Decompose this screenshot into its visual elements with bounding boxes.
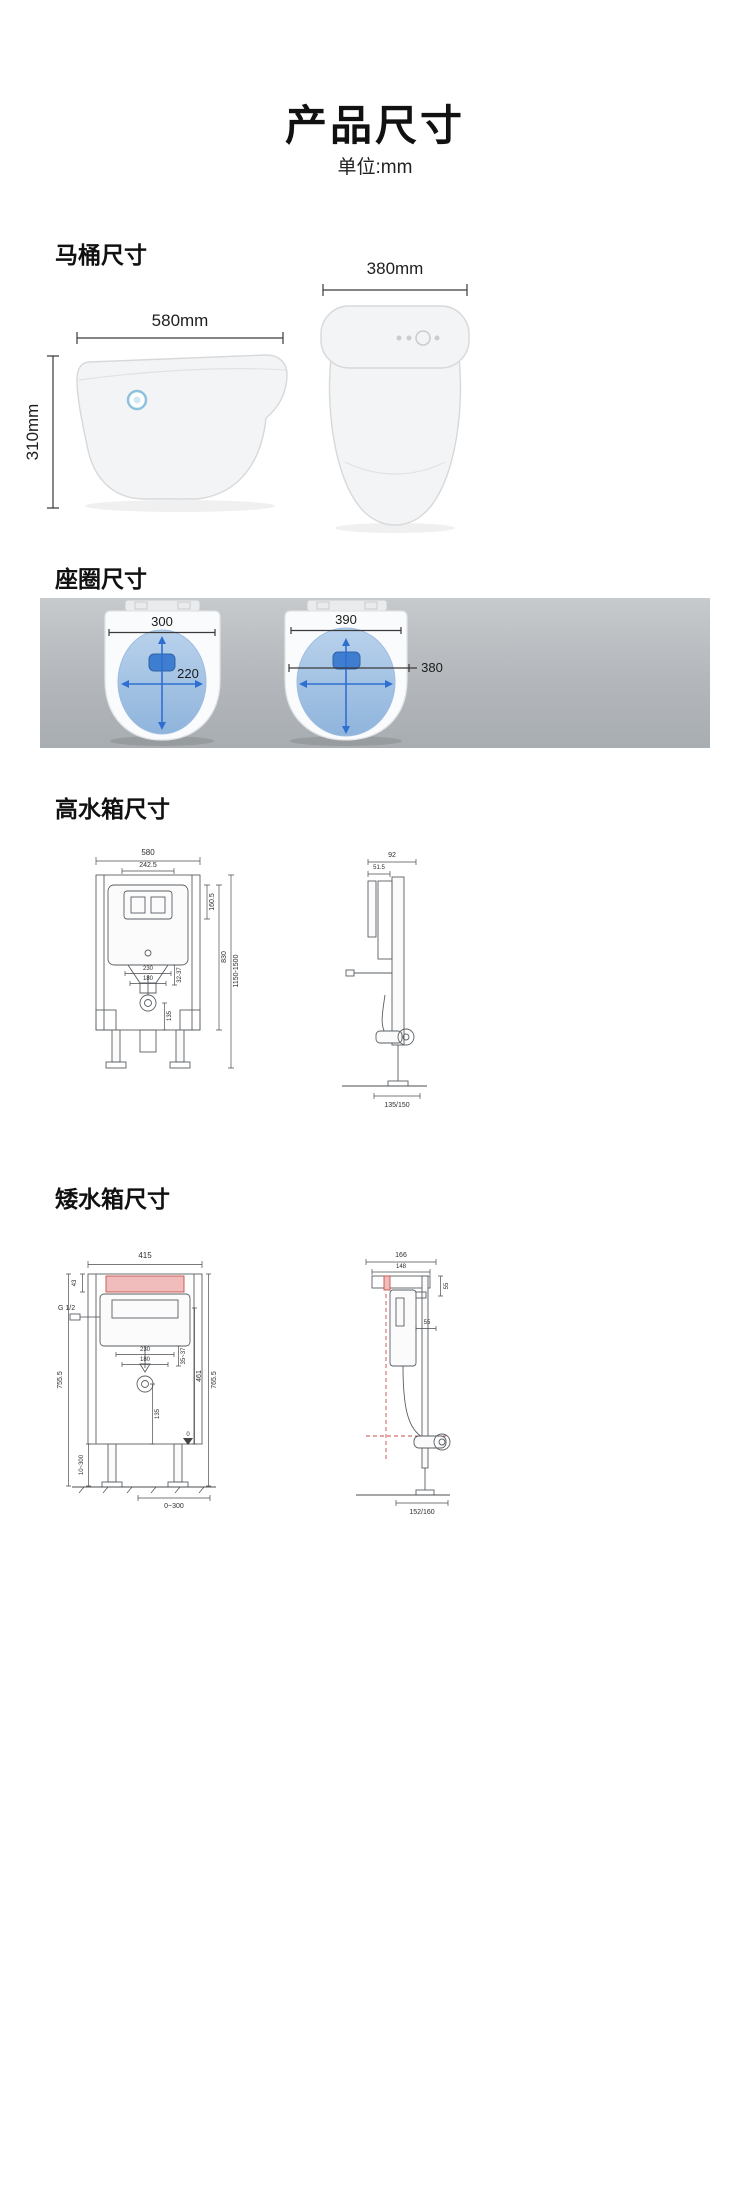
- low-front-structure: [69, 1273, 216, 1494]
- side-height-dimension: 310mm: [23, 355, 59, 509]
- page-title: 产品尺寸: [284, 102, 465, 149]
- low-tank-heading: 矮水箱尺寸: [55, 1186, 170, 1212]
- dim-seat-right-width: 390: [335, 612, 357, 627]
- dim-ht-plate-height: 160.5: [209, 893, 216, 911]
- high-front-structure: [95, 874, 201, 1069]
- inlet-valve-icon: [69, 1313, 81, 1321]
- dim-front-width: 380mm: [367, 259, 424, 278]
- toilet-front-view: 380mm: [320, 259, 470, 533]
- dim-ls-drain-offset: 152/160: [409, 1509, 434, 1516]
- dim-lt-height-total: 755.5: [57, 1371, 64, 1389]
- seat-left-dimensions: 300 220: [108, 614, 216, 681]
- seat-right-cross-arrows: [299, 638, 393, 734]
- dim-lt-width: 415: [138, 1251, 152, 1260]
- dim-lt-offset: 35~37: [181, 1347, 187, 1365]
- dim-lt-drain-width: 230: [140, 1347, 151, 1353]
- toilet-side-illustration: [76, 354, 288, 512]
- dim-lt-floor: 135: [155, 1408, 161, 1419]
- dim-hs-plate-depth: 51.5: [373, 865, 385, 871]
- dim-seat-left-width: 300: [151, 614, 173, 629]
- datum-triangle-icon: [183, 1438, 193, 1445]
- dim-lt-floor-range: 0~300: [164, 1503, 184, 1510]
- dim-ls-top-width: 166: [395, 1252, 407, 1259]
- dim-hs-drain-offset: 135/150: [384, 1102, 409, 1109]
- dim-lt-drain-inner: 180: [140, 1357, 151, 1363]
- page-subtitle: 单位:mm: [337, 157, 413, 178]
- dim-ht-plate-width: 242.5: [139, 862, 157, 869]
- dim-lt-height-outer: 765.5: [211, 1371, 218, 1389]
- dim-seat-right-depth: 380: [421, 660, 443, 675]
- dim-ht-width: 580: [141, 848, 155, 857]
- seat-photo-band: 300 220: [40, 598, 710, 748]
- flush-plate: [105, 1275, 185, 1293]
- dim-side-height: 310mm: [23, 404, 42, 461]
- high-tank-heading: 高水箱尺寸: [55, 796, 170, 822]
- high-front-dimensions: 580 242.5 160.5 830 1150-1500 230 180 32…: [95, 848, 240, 1069]
- control-panel-icons: [396, 330, 440, 346]
- dim-lt-inlet: G 1/2: [58, 1305, 75, 1312]
- low-front-dimensions: 415 43 G 1/2 230 180 35~37 461 765.5 755…: [57, 1251, 218, 1510]
- seat-size-heading: 座圈尺寸: [55, 566, 147, 592]
- dim-ls-gap: 55: [424, 1320, 431, 1326]
- high-tank-front-drawing: 580 242.5 160.5 830 1150-1500 230 180 32…: [95, 848, 240, 1069]
- low-tank-side-drawing: 166 148 55 55 152/160: [356, 1252, 451, 1516]
- low-side-dimensions: 166 148 55 55 152/160: [365, 1252, 450, 1516]
- dim-lt-height-inner: 461: [196, 1370, 203, 1382]
- seat-left-cross-arrows: [121, 636, 203, 730]
- dim-hs-depth: 92: [388, 852, 396, 859]
- front-width-dimension: 380mm: [322, 259, 468, 296]
- low-side-structure: [356, 1275, 451, 1496]
- dim-ht-drain-width: 230: [143, 966, 154, 972]
- dim-ht-offset: 32-37: [177, 967, 183, 983]
- high-side-structure: [342, 876, 427, 1087]
- seat-top-view-right: 390 380: [284, 599, 443, 746]
- dim-lt-top: 43: [72, 1279, 78, 1286]
- high-tank-side-drawing: 92 51.5 135/150: [342, 852, 427, 1109]
- seat-right-dimensions: 390 380: [288, 612, 443, 675]
- dim-ht-floor: 135: [167, 1010, 173, 1021]
- dim-ht-total-height: 1150-1500: [233, 954, 240, 987]
- low-tank-front-drawing: 415 43 G 1/2 230 180 35~37 461 765.5 755…: [57, 1251, 218, 1510]
- toilet-size-heading: 马桶尺寸: [55, 242, 147, 268]
- dim-side-width: 580mm: [152, 311, 209, 330]
- side-width-dimension: 580mm: [76, 311, 284, 344]
- dim-ht-drain-inner: 180: [143, 976, 154, 982]
- dim-lt-leg-range: 10~300: [79, 1454, 85, 1475]
- seat-top-view-left: 300 220: [104, 599, 221, 746]
- high-side-dimensions: 92 51.5 135/150: [367, 852, 421, 1109]
- dim-lt-datum: 0: [186, 1432, 190, 1438]
- dim-ls-top-depth: 55: [444, 1282, 450, 1289]
- dim-seat-left-opening: 220: [177, 666, 199, 681]
- dim-ht-tank-height: 830: [221, 951, 228, 963]
- toilet-front-illustration: [320, 305, 470, 533]
- toilet-side-view: 580mm 310mm: [23, 311, 288, 512]
- dim-ls-inner-width: 148: [396, 1264, 407, 1270]
